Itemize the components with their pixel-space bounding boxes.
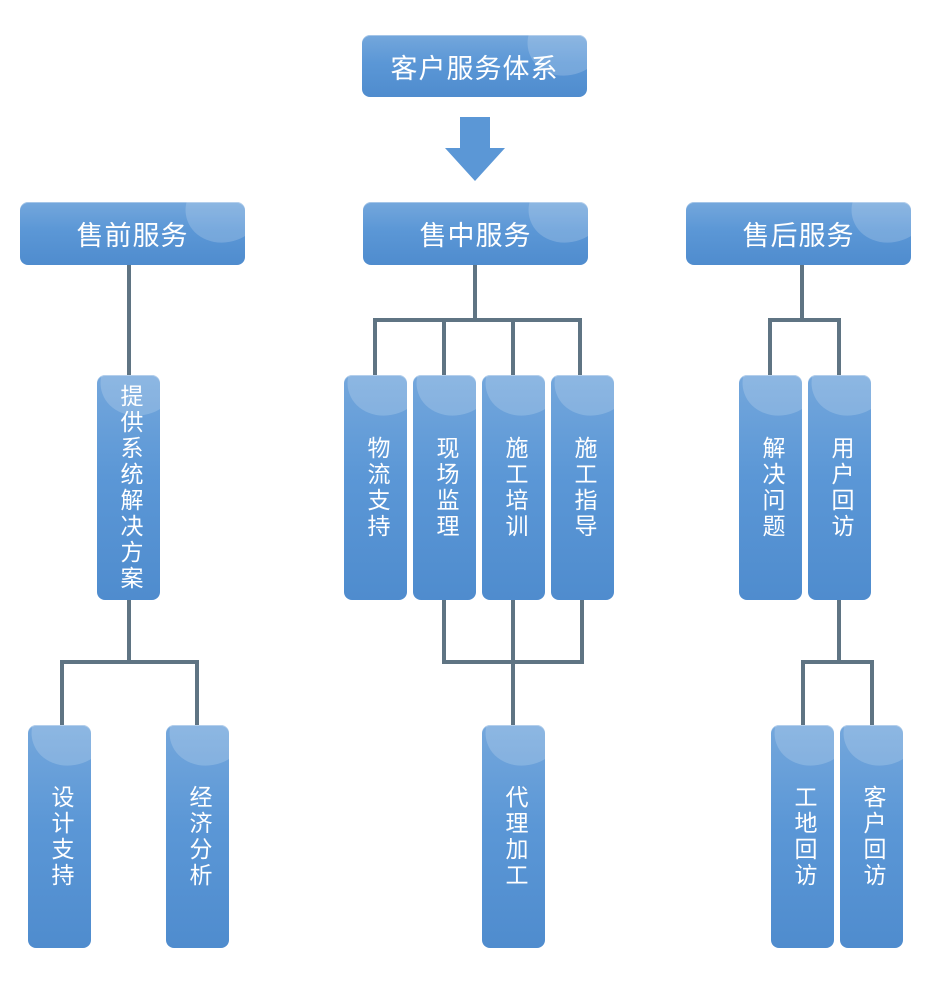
connector-after-sale-bus xyxy=(768,318,841,377)
connector-revisit-to-children xyxy=(801,598,841,727)
pre-sale-service-box: 售前服务 xyxy=(20,202,245,265)
construction-training-box: 施工培训 xyxy=(482,375,545,600)
user-revisit-label: 用户回访 xyxy=(827,435,853,540)
construction-guidance-label: 施工指导 xyxy=(570,435,596,540)
page-title: 客户服务体系 xyxy=(362,35,587,97)
system-solution-label: 提供系统解决方案 xyxy=(116,383,142,592)
construction-training-label: 施工培训 xyxy=(501,435,527,540)
connector-revisit-to-customer xyxy=(837,660,874,727)
customer-revisit-label: 客户回访 xyxy=(859,784,885,889)
design-support-label: 设计支持 xyxy=(47,784,73,889)
after-sale-service-label: 售后服务 xyxy=(742,221,855,252)
in-sale-service-box: 售中服务 xyxy=(363,202,588,265)
agent-processing-label: 代理加工 xyxy=(501,784,527,889)
logistics-support-box: 物流支持 xyxy=(344,375,407,600)
economic-analysis-box: 经济分析 xyxy=(166,725,229,948)
site-revisit-label: 工地回访 xyxy=(790,784,816,889)
logistics-support-label: 物流支持 xyxy=(363,435,389,540)
problem-solving-label: 解决问题 xyxy=(758,435,784,540)
agent-processing-box: 代理加工 xyxy=(482,725,545,948)
economic-analysis-label: 经济分析 xyxy=(185,784,211,889)
system-solution-box: 提供系统解决方案 xyxy=(97,375,160,600)
site-revisit-box: 工地回访 xyxy=(771,725,834,948)
down-arrow-icon xyxy=(445,117,505,181)
connector-solution-to-economic xyxy=(127,660,199,727)
in-sale-service-label: 售中服务 xyxy=(419,221,532,252)
connector-solution-to-children xyxy=(60,598,131,727)
pre-sale-service-label: 售前服务 xyxy=(76,221,189,252)
connector-in-sale-bus xyxy=(373,318,582,377)
site-supervision-box: 现场监理 xyxy=(413,375,476,600)
title-label: 客户服务体系 xyxy=(390,53,559,85)
after-sale-service-box: 售后服务 xyxy=(686,202,911,265)
design-support-box: 设计支持 xyxy=(28,725,91,948)
site-supervision-label: 现场监理 xyxy=(432,435,458,540)
problem-solving-box: 解决问题 xyxy=(739,375,802,600)
customer-revisit-box: 客户回访 xyxy=(840,725,903,948)
user-revisit-box: 用户回访 xyxy=(808,375,871,600)
construction-guidance-box: 施工指导 xyxy=(551,375,614,600)
